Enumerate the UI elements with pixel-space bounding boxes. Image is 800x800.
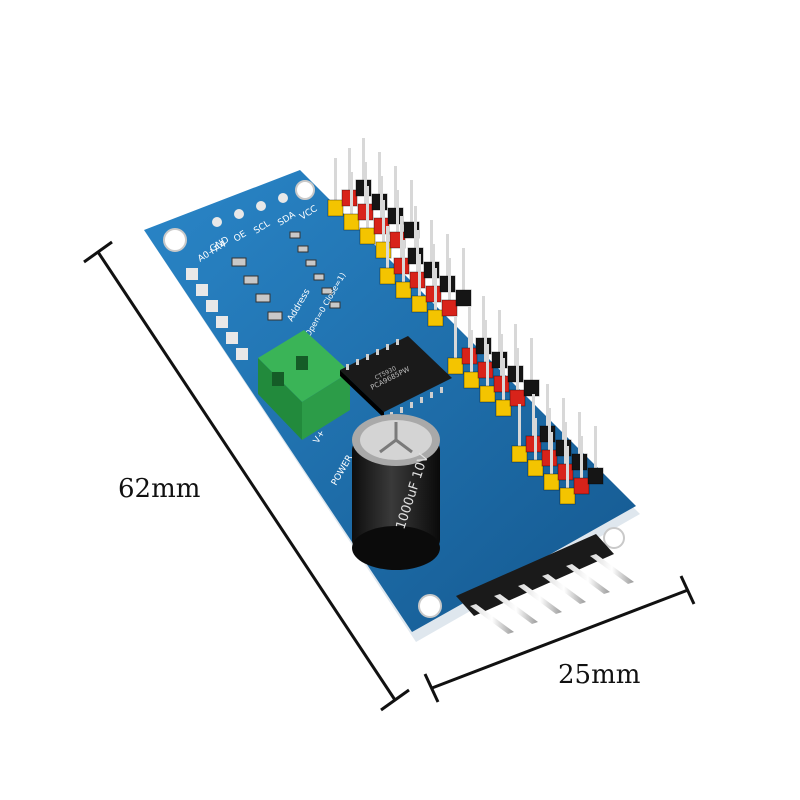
header-pin [484, 320, 487, 364]
header-block [379, 267, 396, 285]
header-pin [396, 190, 399, 234]
header-pin [402, 240, 405, 284]
header-block [359, 227, 376, 245]
header-pin [534, 418, 537, 462]
header-block [511, 445, 528, 463]
header-block [411, 295, 428, 313]
header-pin [400, 216, 403, 260]
header-pin [350, 172, 353, 216]
header-pin [580, 436, 583, 480]
length-dimension-line [83, 240, 410, 712]
width-dimension-line [423, 575, 696, 703]
header-block [441, 299, 458, 317]
pca9685-chip: PCA9685PW CT5930 [340, 336, 452, 418]
header-pin [594, 426, 597, 470]
header-block [427, 309, 444, 327]
header-block [395, 281, 412, 299]
header-block [455, 289, 472, 307]
header-pin [454, 316, 457, 360]
left-solder-pads [186, 268, 248, 360]
header-pin [502, 358, 505, 402]
header-pin [548, 408, 551, 452]
header-block [493, 375, 510, 393]
header-block [343, 213, 360, 231]
header-pin [470, 330, 473, 374]
header-block [425, 285, 442, 303]
header-pin [366, 186, 369, 230]
header-pin [566, 446, 569, 490]
bottom-header [456, 534, 634, 634]
header-pin [468, 306, 471, 350]
header-block [327, 199, 344, 217]
header-pin [418, 254, 421, 298]
width-dimension-label: 25mm [558, 660, 641, 690]
header-pin [430, 220, 433, 264]
header-pin [546, 384, 549, 428]
header-pin [434, 268, 437, 312]
smd-resistors [231, 231, 341, 321]
header-pin [514, 324, 517, 368]
header-block [409, 271, 426, 289]
top-header-holes [212, 193, 288, 227]
header-pin [414, 206, 417, 250]
length-dimension-label: 62mm [118, 474, 201, 504]
header-block [541, 449, 558, 467]
header-block [557, 463, 574, 481]
header-pin [432, 244, 435, 288]
header-block [447, 357, 464, 375]
header-pin [448, 258, 451, 302]
header-block [573, 477, 590, 495]
header-pin [518, 404, 521, 448]
header-pin [550, 432, 553, 476]
header-pin [562, 398, 565, 442]
electrolytic-capacitor: 1000uF 10V [352, 414, 440, 570]
header-pin [386, 226, 389, 270]
header-pin [378, 152, 381, 196]
header-pin [516, 348, 519, 392]
header-block [393, 257, 410, 275]
header-block [341, 189, 358, 207]
header-pin [382, 200, 385, 244]
header-pin [410, 180, 413, 224]
header-pin [446, 234, 449, 278]
header-block [479, 385, 496, 403]
header-pin [532, 394, 535, 438]
header-block [477, 361, 494, 379]
power-terminal-block [258, 330, 350, 440]
header-block [559, 487, 576, 505]
header-pin [530, 338, 533, 382]
header-block [571, 453, 588, 471]
header-pin [498, 310, 501, 354]
header-pin [482, 296, 485, 340]
header-pin [416, 230, 419, 274]
header-pin [486, 344, 489, 388]
header-pin [334, 158, 337, 202]
header-pin [394, 166, 397, 210]
header-block [543, 473, 560, 491]
header-pin [362, 138, 365, 182]
header-pin [380, 176, 383, 220]
header-pin [564, 422, 567, 466]
header-block [525, 435, 542, 453]
header-pin [462, 248, 465, 292]
servo-headers [327, 138, 604, 505]
header-block [463, 371, 480, 389]
header-pin [500, 334, 503, 378]
header-block [527, 459, 544, 477]
header-block [439, 275, 456, 293]
header-block [587, 467, 604, 485]
header-block [523, 379, 540, 397]
header-pin [578, 412, 581, 456]
header-block [461, 347, 478, 365]
mounting-holes [163, 180, 625, 618]
header-pin [348, 148, 351, 192]
header-block [509, 389, 526, 407]
header-pin [364, 162, 367, 206]
header-block [495, 399, 512, 417]
header-block [357, 203, 374, 221]
header-block [507, 365, 524, 383]
